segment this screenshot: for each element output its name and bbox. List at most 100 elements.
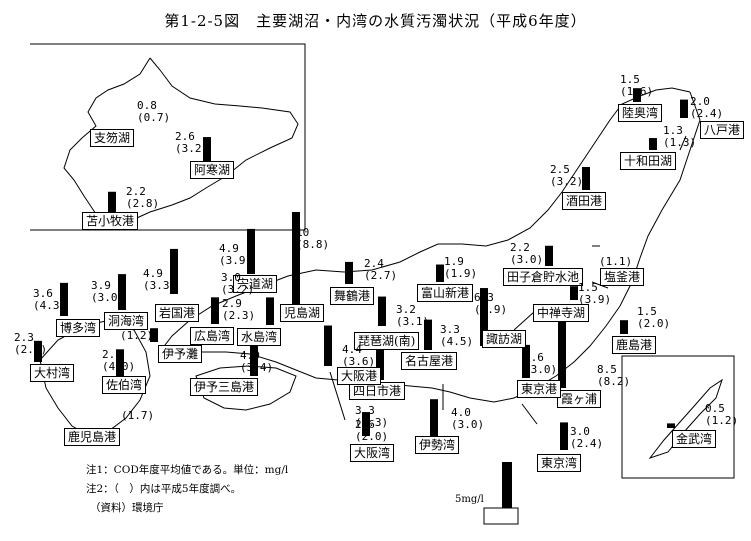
current-value: 4.9: [219, 242, 239, 255]
current-value: 0.8: [137, 99, 157, 112]
previous-value: (2.0): [637, 317, 671, 330]
value-label: (1.7): [121, 410, 154, 422]
site-name-box: 十和田湖: [620, 152, 677, 170]
previous-value: (1.6): [620, 85, 654, 98]
value-label: 4.0(3.0): [451, 407, 484, 431]
site-name-box: 宍道湖: [233, 275, 278, 293]
site-name-box: 金武湾: [672, 430, 717, 448]
bar-伊予灘: [150, 328, 158, 342]
current-value: 1.5: [637, 305, 657, 318]
value-label: 3.2(3.1): [396, 304, 429, 328]
current-value: 2.5: [550, 163, 570, 176]
current-value: 2.2: [510, 241, 530, 254]
current-value: 3.0: [570, 425, 590, 438]
bar-苫小牧港: [108, 191, 116, 212]
note-2: 注2：（ ）内は平成5年度調べ。: [86, 483, 242, 495]
current-value: 2.6: [175, 130, 195, 143]
bar-大村湾: [34, 340, 42, 362]
site-name-box: 佐伯湾: [102, 376, 147, 394]
value-label: 2.9(4.0): [102, 349, 135, 373]
value-label: 0.8(0.7): [137, 100, 170, 124]
shikoku-outline: [195, 365, 297, 411]
bar-八戸港: [680, 99, 688, 118]
value-label: 3.0(3.2): [221, 272, 254, 296]
bar-洞海湾: [118, 274, 126, 310]
value-label: 6.3(3.9): [474, 292, 507, 316]
value-label: 2.6(3.2): [175, 131, 208, 155]
value-label: 3.3(4.5): [440, 324, 473, 348]
site-name-box: 四日市港: [349, 382, 406, 400]
bar-児島湖: [292, 212, 300, 304]
current-value: 2.6: [355, 418, 375, 431]
value-label: 3.0(2.4): [570, 426, 603, 450]
site-name-box: 琵琶湖(南): [354, 332, 420, 350]
value-label: 2.0(2.4): [690, 96, 723, 120]
previous-value: (1.9): [444, 267, 478, 280]
previous-value: (1.7): [121, 409, 155, 422]
scale-legend: [483, 462, 519, 525]
previous-value: (2.4): [690, 107, 724, 120]
current-value: 3.6: [33, 287, 53, 300]
site-name-box: 名古屋港: [401, 352, 458, 370]
current-value: 3.6: [524, 351, 544, 364]
site-name-box: 富山新港: [417, 284, 474, 302]
previous-value: (3.0): [510, 253, 544, 266]
previous-value: (3.9): [474, 303, 508, 316]
previous-value: (2.6): [14, 343, 48, 356]
previous-value: (1.2): [120, 329, 154, 342]
current-value: 3.3: [440, 323, 460, 336]
previous-value: (2.8): [126, 197, 160, 210]
value-label: 4.9(3.3): [143, 268, 176, 292]
current-value: 0.5: [705, 402, 725, 415]
current-value: 4.0: [240, 349, 260, 362]
hokkaido-outline: [63, 57, 299, 231]
previous-value: (2.0): [355, 430, 389, 443]
bar-富山新港: [436, 264, 444, 282]
value-label: 2.2(3.0): [510, 242, 543, 266]
site-name-box: 洞海湾: [104, 312, 149, 330]
current-value: 4.9: [143, 267, 163, 280]
current-value: 1.5: [578, 281, 598, 294]
previous-value: (4.3): [33, 299, 67, 312]
bar-陸奥湾: [633, 88, 641, 102]
site-name-box: 東京湾: [537, 454, 582, 472]
value-label: 2.5(3.2): [550, 164, 583, 188]
site-name-box: 東京港: [517, 380, 562, 398]
current-value: 3.3: [355, 404, 375, 417]
current-value: 2.0: [690, 95, 710, 108]
value-label: 2.4(2.7): [364, 258, 397, 282]
current-value: 2.4: [364, 257, 384, 270]
previous-value: (3.9): [219, 254, 253, 267]
value-label: 3.3(2.3): [355, 405, 388, 429]
previous-value: (2.7): [364, 269, 398, 282]
previous-value: (2.3): [355, 416, 389, 429]
site-name-box: 支笏湖: [90, 129, 135, 147]
value-label: 4.9(3.9): [219, 243, 252, 267]
previous-value: (1.1): [599, 255, 633, 268]
value-label: 1.5(1.6): [620, 74, 653, 98]
current-value: 1.9: [444, 255, 464, 268]
value-label: 8.5(8.2): [597, 364, 630, 388]
bar-四日市港: [376, 349, 384, 380]
bar-伊予三島港: [250, 339, 258, 376]
value-label: 1.5(3.9): [578, 282, 611, 306]
current-value: 10: [296, 226, 310, 239]
value-label: 10(8.8): [296, 227, 329, 251]
bar-金武湾: [667, 423, 675, 428]
value-label: 1.3(1.3): [663, 125, 696, 149]
bar-大阪湾: [362, 412, 370, 436]
previous-value: (3.4): [240, 361, 274, 374]
bar-広島湾: [211, 297, 219, 324]
site-name-box: 鹿島港: [612, 336, 657, 354]
site-name-box: 伊予灘: [158, 345, 203, 363]
previous-value: (2.3): [222, 309, 256, 322]
current-value: 6.3: [474, 291, 494, 304]
site-name-box: 酒田港: [562, 192, 607, 210]
bar-中禅寺湖: [570, 286, 578, 300]
site-name-box: 舞鶴港: [330, 287, 375, 305]
site-name-box: 博多湾: [56, 319, 101, 337]
current-value: 2.2: [126, 185, 146, 198]
current-value: 2.3: [14, 331, 34, 344]
